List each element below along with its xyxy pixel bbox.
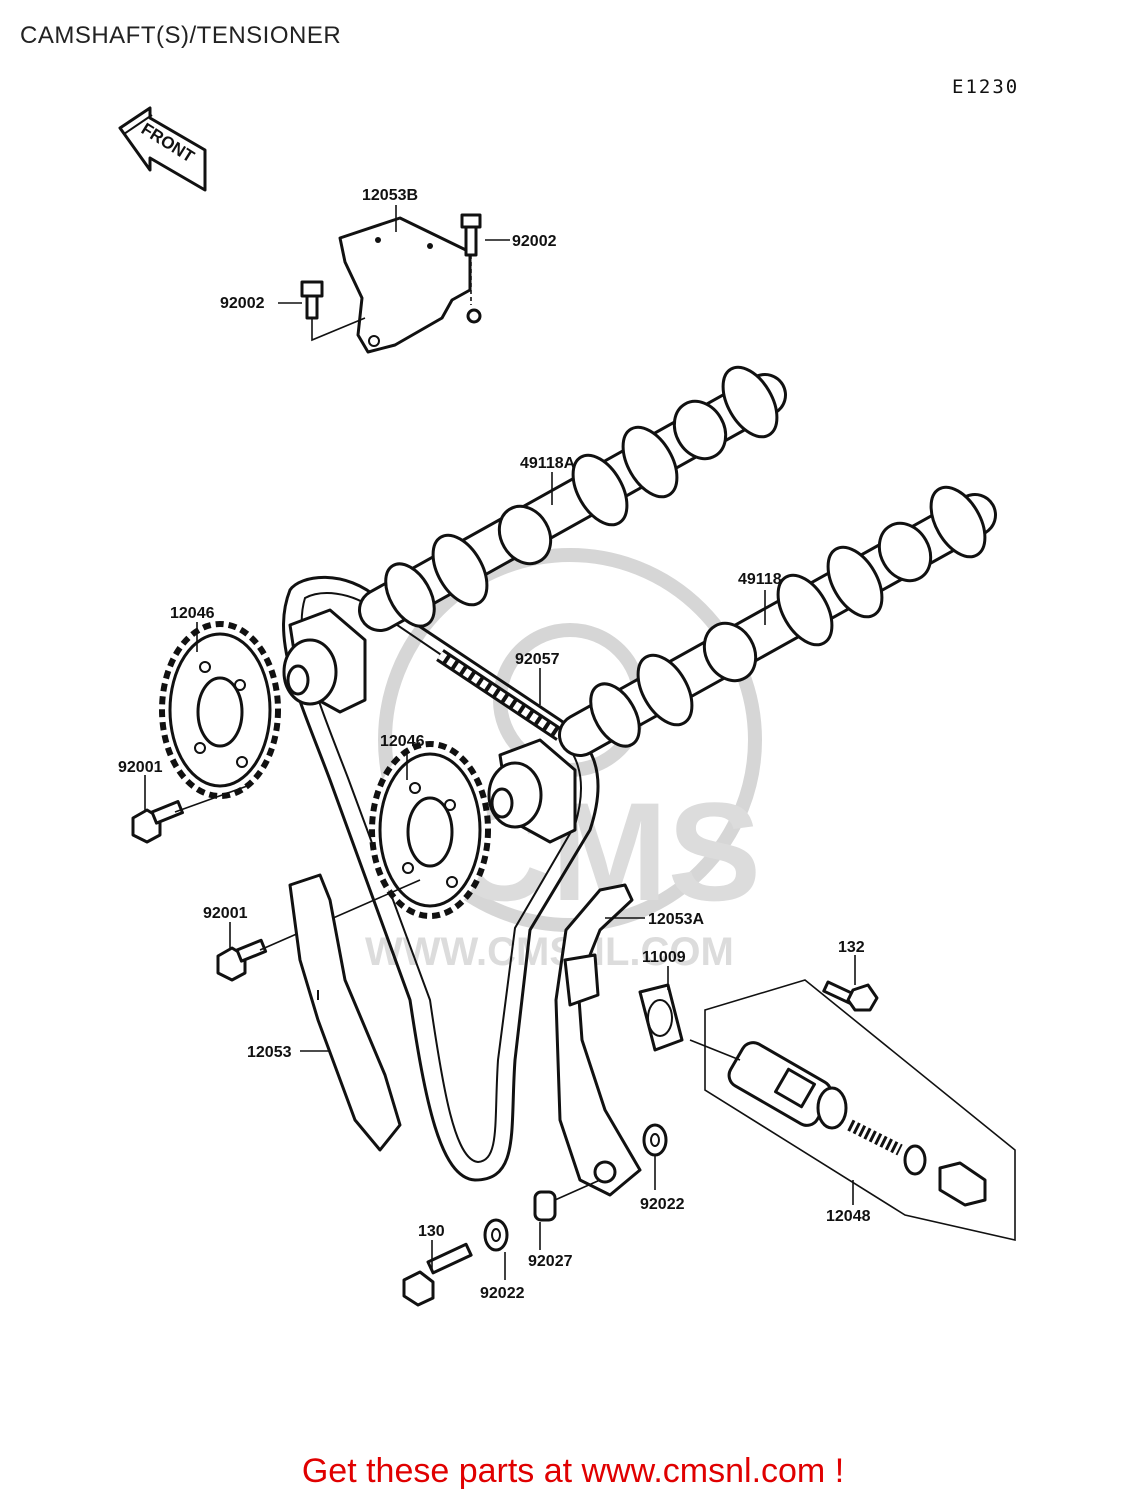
cam-sprocket-upper-part	[159, 621, 281, 799]
part-labels: 12053B 92002 92002 49118A 49118 12046 92…	[118, 187, 871, 1302]
collar-part	[533, 1179, 601, 1222]
tensioner-guide-part	[554, 883, 642, 1197]
timing-chain-part	[282, 575, 600, 1182]
part-label-92057: 92057	[515, 651, 560, 668]
part-label-130: 130	[418, 1223, 445, 1240]
part-label-12046-lower: 12046	[380, 733, 425, 750]
tensioner-bolt-part	[822, 980, 879, 1012]
part-label-92022-left: 92022	[480, 1285, 525, 1302]
part-label-12053: 12053	[247, 1044, 292, 1061]
part-label-12053a: 12053A	[648, 911, 704, 928]
part-label-49118: 49118	[738, 571, 782, 588]
cam-sprocket-lower-part	[369, 741, 491, 919]
part-label-92002-left: 92002	[220, 295, 265, 312]
upper-chain-guide-part	[338, 216, 482, 354]
part-label-12053b: 12053B	[362, 187, 418, 204]
part-label-12048: 12048	[826, 1208, 871, 1225]
part-label-92002-right: 92002	[512, 233, 557, 250]
camshaft-upper-part	[358, 365, 787, 632]
chain-tensioner-assembly-part	[689, 979, 1016, 1242]
pivot-bolt-part	[402, 1242, 473, 1307]
part-label-12046-upper: 12046	[170, 605, 215, 622]
chain-link-section-part	[436, 649, 564, 741]
washer-lower-part	[483, 1218, 509, 1252]
part-label-92001-upper: 92001	[118, 759, 163, 776]
lower-cam-hub-part	[487, 738, 577, 844]
part-label-92022-right: 92022	[640, 1196, 685, 1213]
upper-cam-hub-part	[282, 608, 367, 714]
leader-lines	[144, 205, 856, 1280]
part-label-132: 132	[838, 939, 865, 956]
front-arrow-icon: FRONT	[118, 106, 207, 192]
watermark-url-text: WWW.CMSNL.COM	[365, 930, 734, 974]
part-label-92027: 92027	[528, 1253, 573, 1270]
promo-link[interactable]: Get these parts at www.cmsnl.com !	[301, 1452, 845, 1490]
watermark: CMS WWW.CMSNL.COM	[365, 548, 762, 974]
bracket-bolt-left	[300, 280, 366, 342]
bracket-bolt-right	[460, 213, 482, 305]
part-label-49118a: 49118A	[520, 455, 576, 472]
front-chain-guide-part	[288, 873, 402, 1152]
sprocket-bolt-upper	[131, 784, 251, 844]
diagram-code: E1230	[952, 76, 1020, 98]
tensioner-gasket-part	[638, 983, 684, 1052]
sprocket-bolt-lower	[216, 879, 421, 982]
page-title: CAMSHAFT(S)/TENSIONER	[20, 22, 342, 49]
washer-upper-part	[642, 1123, 668, 1157]
part-label-11009: 11009	[642, 949, 686, 966]
camshaft-lower-part	[558, 485, 997, 757]
part-label-92001-lower: 92001	[203, 905, 248, 922]
